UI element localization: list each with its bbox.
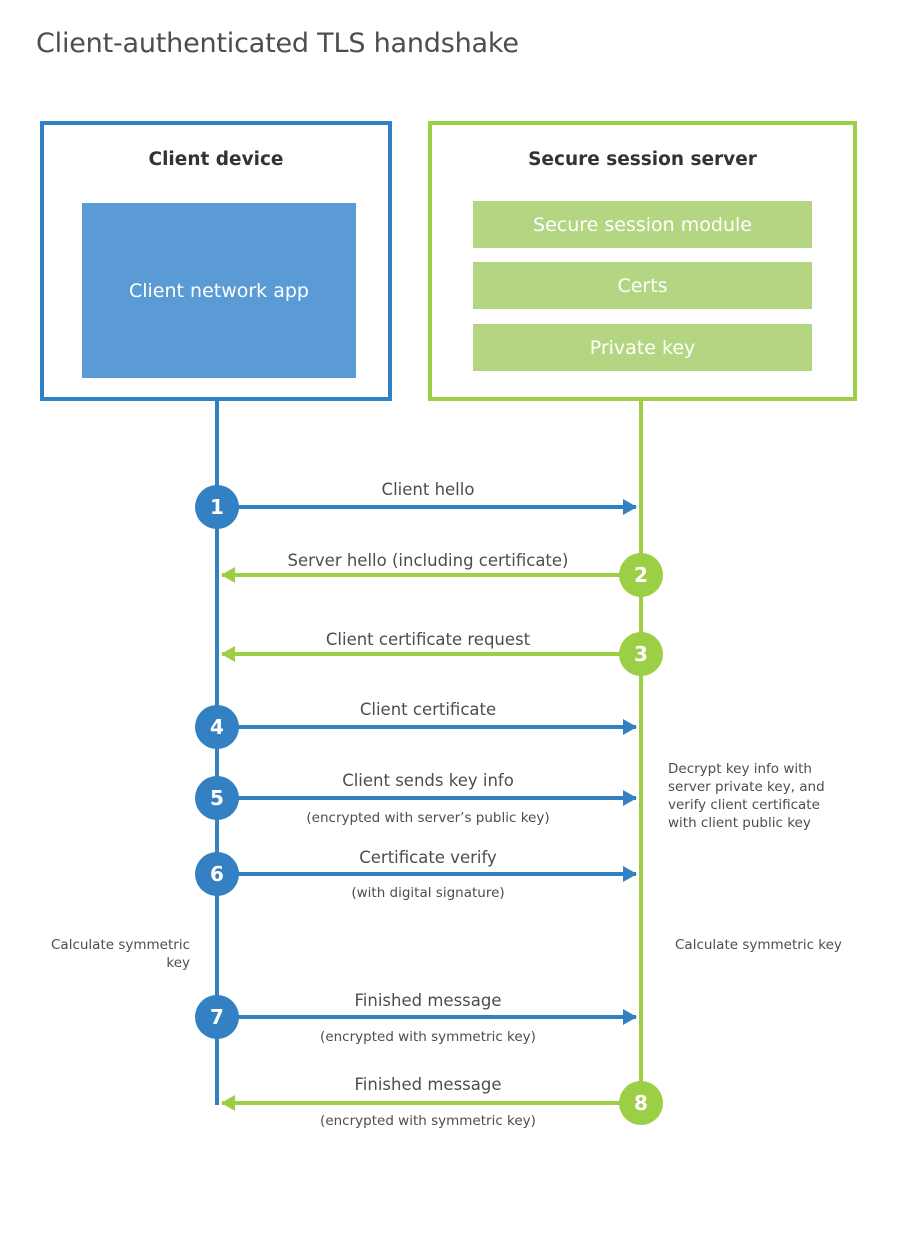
- client-device-title: Client device: [148, 149, 284, 170]
- arrow-step-2: [221, 567, 639, 583]
- step-marker-4[interactable]: 4: [195, 705, 239, 749]
- label-step-7: Finished message: [354, 991, 502, 1010]
- arrowhead-right-icon: [623, 866, 637, 882]
- arrow-step-4: [217, 719, 637, 735]
- step-marker-7[interactable]: 7: [195, 995, 239, 1039]
- note-client-calculate: Calculate symmetric key: [51, 937, 190, 971]
- note-server-calculate: Calculate symmetric key: [675, 937, 842, 953]
- label-step-2: Server hello (including certificate): [287, 551, 569, 570]
- label-step-3: Client certificate request: [325, 630, 531, 649]
- step-marker-3[interactable]: 3: [619, 632, 663, 676]
- sublabel-step-6: (with digital signature): [351, 885, 505, 901]
- label-step-5: Client sends key info: [342, 771, 514, 790]
- client-lifeline: [215, 399, 219, 1105]
- page-title: Client-authenticated TLS handshake: [36, 28, 519, 59]
- server-component-secure-session-module: Secure session module: [473, 201, 812, 248]
- sublabel-step-7: (encrypted with symmetric key): [320, 1029, 536, 1045]
- arrow-step-8: [221, 1095, 639, 1111]
- sublabel-step-5: (encrypted with server’s public key): [306, 810, 550, 826]
- arrow-step-6: [217, 866, 637, 882]
- server-component-private-key: Private key: [473, 324, 812, 371]
- arrowhead-right-icon: [623, 719, 637, 735]
- step-marker-5[interactable]: 5: [195, 776, 239, 820]
- label-step-6: Certificate verify: [359, 848, 497, 867]
- client-device-box: Client device Client network app: [40, 121, 392, 401]
- client-network-app-block: Client network app: [82, 203, 356, 378]
- step-marker-1[interactable]: 1: [195, 485, 239, 529]
- arrowhead-right-icon: [623, 499, 637, 515]
- sublabel-step-8: (encrypted with symmetric key): [320, 1113, 536, 1129]
- server-component-certs: Certs: [473, 262, 812, 309]
- arrow-step-3: [221, 646, 639, 662]
- arrowhead-right-icon: [623, 790, 637, 806]
- step-marker-2[interactable]: 2: [619, 553, 663, 597]
- arrowhead-left-icon: [221, 567, 235, 583]
- step-marker-6[interactable]: 6: [195, 852, 239, 896]
- arrow-step-5: [217, 790, 637, 806]
- secure-session-server-box: Secure session server Secure session mod…: [428, 121, 857, 401]
- arrowhead-left-icon: [221, 1095, 235, 1111]
- label-step-1: Client hello: [381, 480, 475, 499]
- server-lifeline: [639, 399, 643, 1105]
- note-server-decrypt: Decrypt key info with server private key…: [668, 761, 825, 831]
- step-marker-8[interactable]: 8: [619, 1081, 663, 1125]
- arrow-step-7: [217, 1009, 637, 1025]
- arrow-step-1: [217, 499, 637, 515]
- secure-session-server-title: Secure session server: [528, 149, 757, 170]
- label-step-8: Finished message: [354, 1075, 502, 1094]
- arrowhead-left-icon: [221, 646, 235, 662]
- label-step-4: Client certificate: [359, 700, 497, 719]
- arrowhead-right-icon: [623, 1009, 637, 1025]
